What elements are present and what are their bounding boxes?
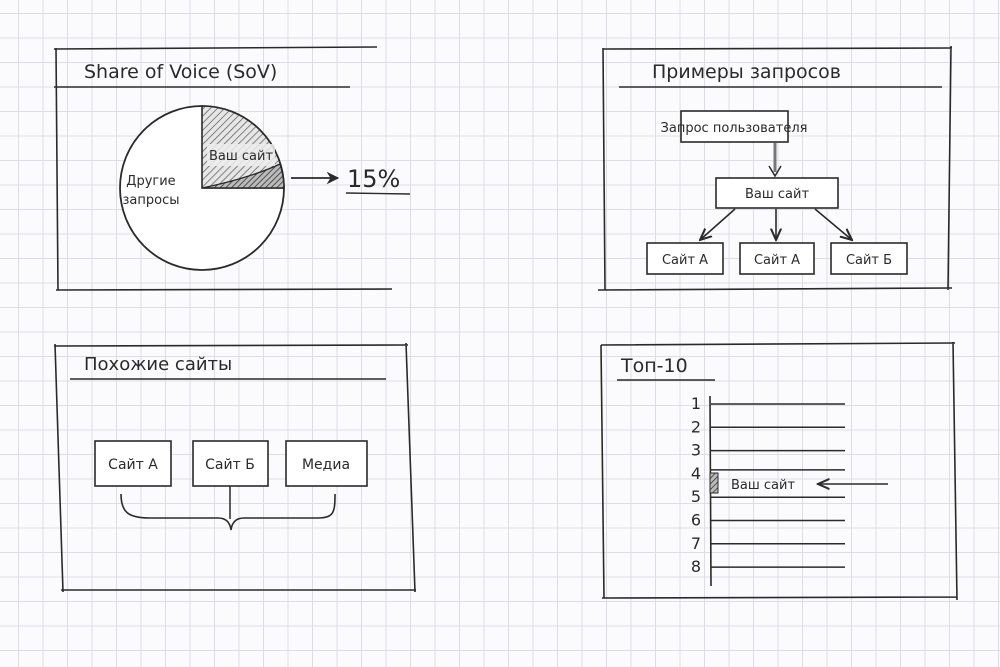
panel-border (53, 46, 393, 291)
rank-list: 1 2 3 4 5 6 7 8 (691, 394, 845, 576)
pie-slice-accent (201, 163, 285, 189)
node-user-query-label: Запрос пользователя (661, 121, 808, 136)
arrow-icon (814, 208, 852, 240)
node-child-2 (739, 242, 815, 275)
panel-title: Похожие сайты (84, 354, 232, 375)
node-child-3-label: Сайт Б (846, 253, 892, 268)
node-child-2-label: Сайт А (754, 253, 800, 268)
panel-title: Примеры запросов (652, 61, 841, 83)
panel-border (600, 341, 958, 601)
rank-number: 4 (691, 464, 701, 483)
panel-title: Share of Voice (SoV) (84, 61, 277, 83)
rank-number: 1 (691, 394, 701, 413)
panel-top10: Топ-10 1 2 3 4 5 6 7 8 Ваш сайт (600, 341, 958, 601)
rank-number: 8 (691, 557, 701, 576)
node-your-site-label: Ваш сайт (745, 187, 809, 202)
rank-number: 3 (691, 441, 701, 460)
rank-number: 5 (691, 487, 701, 506)
arrow-icon (700, 208, 736, 240)
sov-value: 15% (347, 165, 400, 193)
value-underline (345, 192, 411, 195)
node-child-1-label: Сайт А (662, 253, 708, 268)
node-your-site (715, 177, 839, 209)
panel-sov: Share of Voice (SoV) Ваш сайт Другие зап… (53, 46, 411, 291)
slice-label-your-site: Ваш сайт (209, 149, 273, 164)
panel-title: Топ-10 (620, 355, 688, 377)
rank-number: 6 (691, 511, 701, 530)
slice-label-other-2: запросы (123, 193, 180, 208)
rank-number: 2 (691, 417, 701, 436)
node-child-1 (646, 242, 724, 275)
panel-examples: Примеры запросов Запрос пользователя Ваш… (597, 45, 953, 291)
slice-label-other-1: Другие (126, 174, 175, 189)
panel-border (53, 342, 416, 593)
similar-item-1 (94, 440, 172, 487)
similar-item-1-label: Сайт А (108, 457, 158, 473)
node-user-query (680, 110, 789, 143)
similar-item-2 (192, 440, 269, 487)
panel-border (597, 45, 953, 291)
node-child-3 (830, 242, 908, 275)
rank-number: 7 (691, 534, 701, 553)
similar-item-3-label: Медиа (302, 457, 350, 473)
similar-item-3 (285, 440, 368, 487)
similar-item-2-label: Сайт Б (205, 457, 255, 473)
highlight-marker (709, 472, 719, 494)
brace-icon (120, 493, 336, 531)
highlight-label: Ваш сайт (731, 478, 795, 493)
panel-similar: Похожие сайты Сайт А Сайт Б Медиа (53, 342, 416, 593)
